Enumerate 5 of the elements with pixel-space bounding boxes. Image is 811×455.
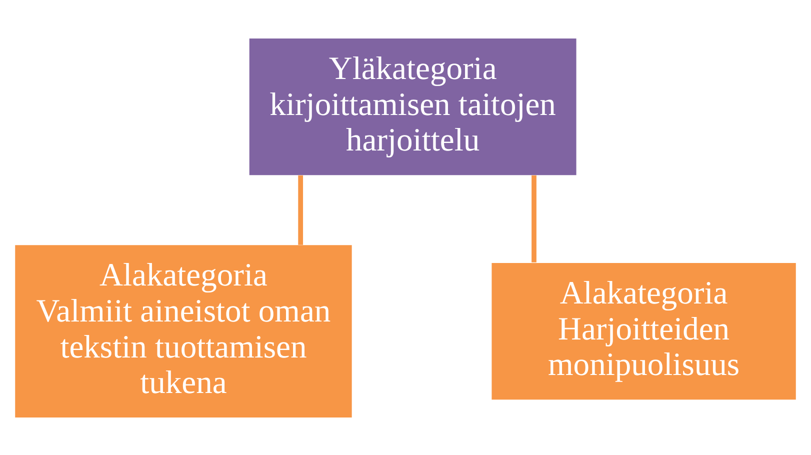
node-box: Yläkategoria kirjoittamisen taitojen harjoittelu — [249, 38, 576, 175]
connector — [532, 174, 536, 262]
node-box: Alakategoria Valmiit aineistot oman tekstin tuottamisen tukena — [15, 244, 352, 417]
node-box: Alakategoria Harjoitteiden monipuolisuus — [492, 262, 796, 400]
connector — [298, 174, 304, 244]
